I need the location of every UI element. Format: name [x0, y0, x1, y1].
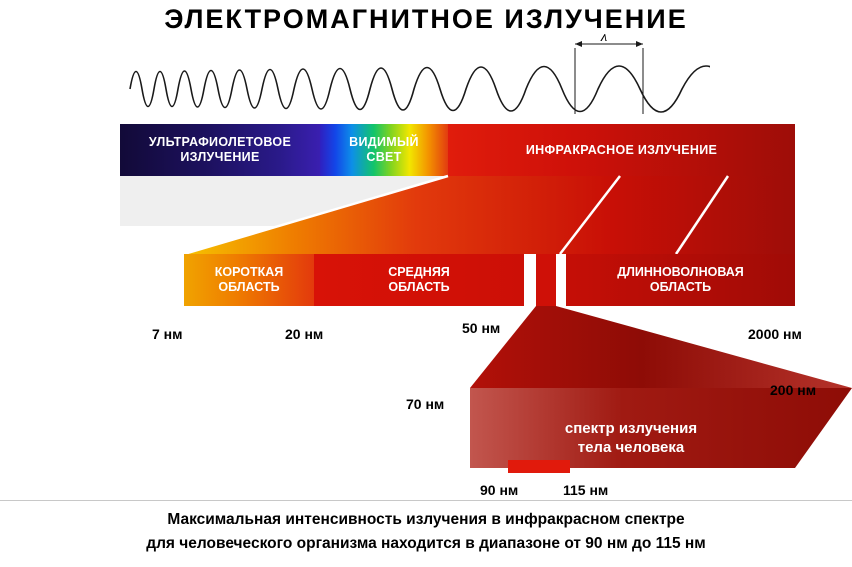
irband-middle-line1: СРЕДНЯЯ	[388, 265, 450, 279]
infrared-subbands-bar: КОРОТКАЯ ОБЛАСТЬ СРЕДНЯЯ ОБЛАСТЬ ДЛИННОВ…	[184, 254, 795, 306]
zoom-connector-lower	[470, 306, 852, 468]
spectrum-bar: УЛЬТРАФИОЛЕТОВОЕ ИЗЛУЧЕНИЕ ВИДИМЫЙ СВЕТ …	[120, 124, 795, 176]
lambda-label: λ	[600, 34, 608, 45]
irband-middle: СРЕДНЯЯ ОБЛАСТЬ	[314, 254, 524, 306]
detail-label-200nm: 200 нм	[770, 382, 817, 398]
human-spectrum-line1: спектр излучения	[564, 420, 698, 437]
band-visible-line1: ВИДИМЫЙ	[349, 135, 419, 149]
irband-long-line2: ОБЛАСТЬ	[649, 280, 712, 294]
irband-long-line1: ДЛИННОВОЛНОВАЯ	[617, 265, 744, 279]
wave-svg: λ	[129, 29, 779, 114]
irband-long: ДЛИННОВОЛНОВАЯ ОБЛАСТЬ	[566, 254, 795, 306]
page-title: ЭЛЕКТРОМАГНИТНОЕ ИЗЛУЧЕНИЕ	[164, 4, 688, 34]
irband-divider-1	[524, 254, 536, 306]
detail-label-90nm: 90 нм	[480, 482, 519, 498]
irband-short-line2: ОБЛАСТЬ	[218, 280, 280, 294]
band-ultraviolet-line1: УЛЬТРАФИОЛЕТОВОЕ	[148, 135, 292, 149]
zoom-connector-upper	[183, 174, 795, 256]
detail-label-115nm: 115 нм	[563, 482, 609, 498]
caption-line2: для человеческого организма находится в …	[146, 535, 706, 552]
detail-label-70nm: 70 нм	[406, 396, 445, 412]
irband-short: КОРОТКАЯ ОБЛАСТЬ	[184, 254, 314, 306]
caption: Максимальная интенсивность излучения в и…	[0, 508, 852, 556]
band-ultraviolet: УЛЬТРАФИОЛЕТОВОЕ ИЗЛУЧЕНИЕ	[120, 124, 320, 176]
peak-intensity-marker	[508, 460, 570, 473]
scale-label-20nm: 20 нм	[285, 326, 324, 342]
band-infrared: ИНФРАКРАСНОЕ ИЗЛУЧЕНИЕ	[448, 124, 795, 176]
irband-middle-line2: ОБЛАСТЬ	[388, 280, 450, 294]
scale-label-7nm: 7 нм	[152, 326, 183, 342]
scale-label-50nm: 50 нм	[462, 320, 501, 336]
caption-line1: Максимальная интенсивность излучения в и…	[167, 511, 685, 528]
band-visible-line2: СВЕТ	[366, 150, 402, 164]
human-spectrum-box: спектр излучения тела человека	[470, 408, 792, 468]
divider	[0, 500, 852, 501]
human-spectrum-line2: тела человека	[577, 439, 685, 456]
band-infrared-label: ИНФРАКРАСНОЕ ИЗЛУЧЕНИЕ	[525, 142, 718, 157]
scale-label-2000nm: 2000 нм	[748, 326, 802, 342]
irband-divider-2	[556, 254, 566, 306]
wave-diagram: λ	[110, 29, 779, 116]
band-visible: ВИДИМЫЙ СВЕТ	[320, 124, 448, 176]
irband-narrow-segment	[536, 254, 556, 306]
irband-short-line1: КОРОТКАЯ	[214, 265, 284, 279]
band-ultraviolet-line2: ИЗЛУЧЕНИЕ	[180, 150, 260, 164]
